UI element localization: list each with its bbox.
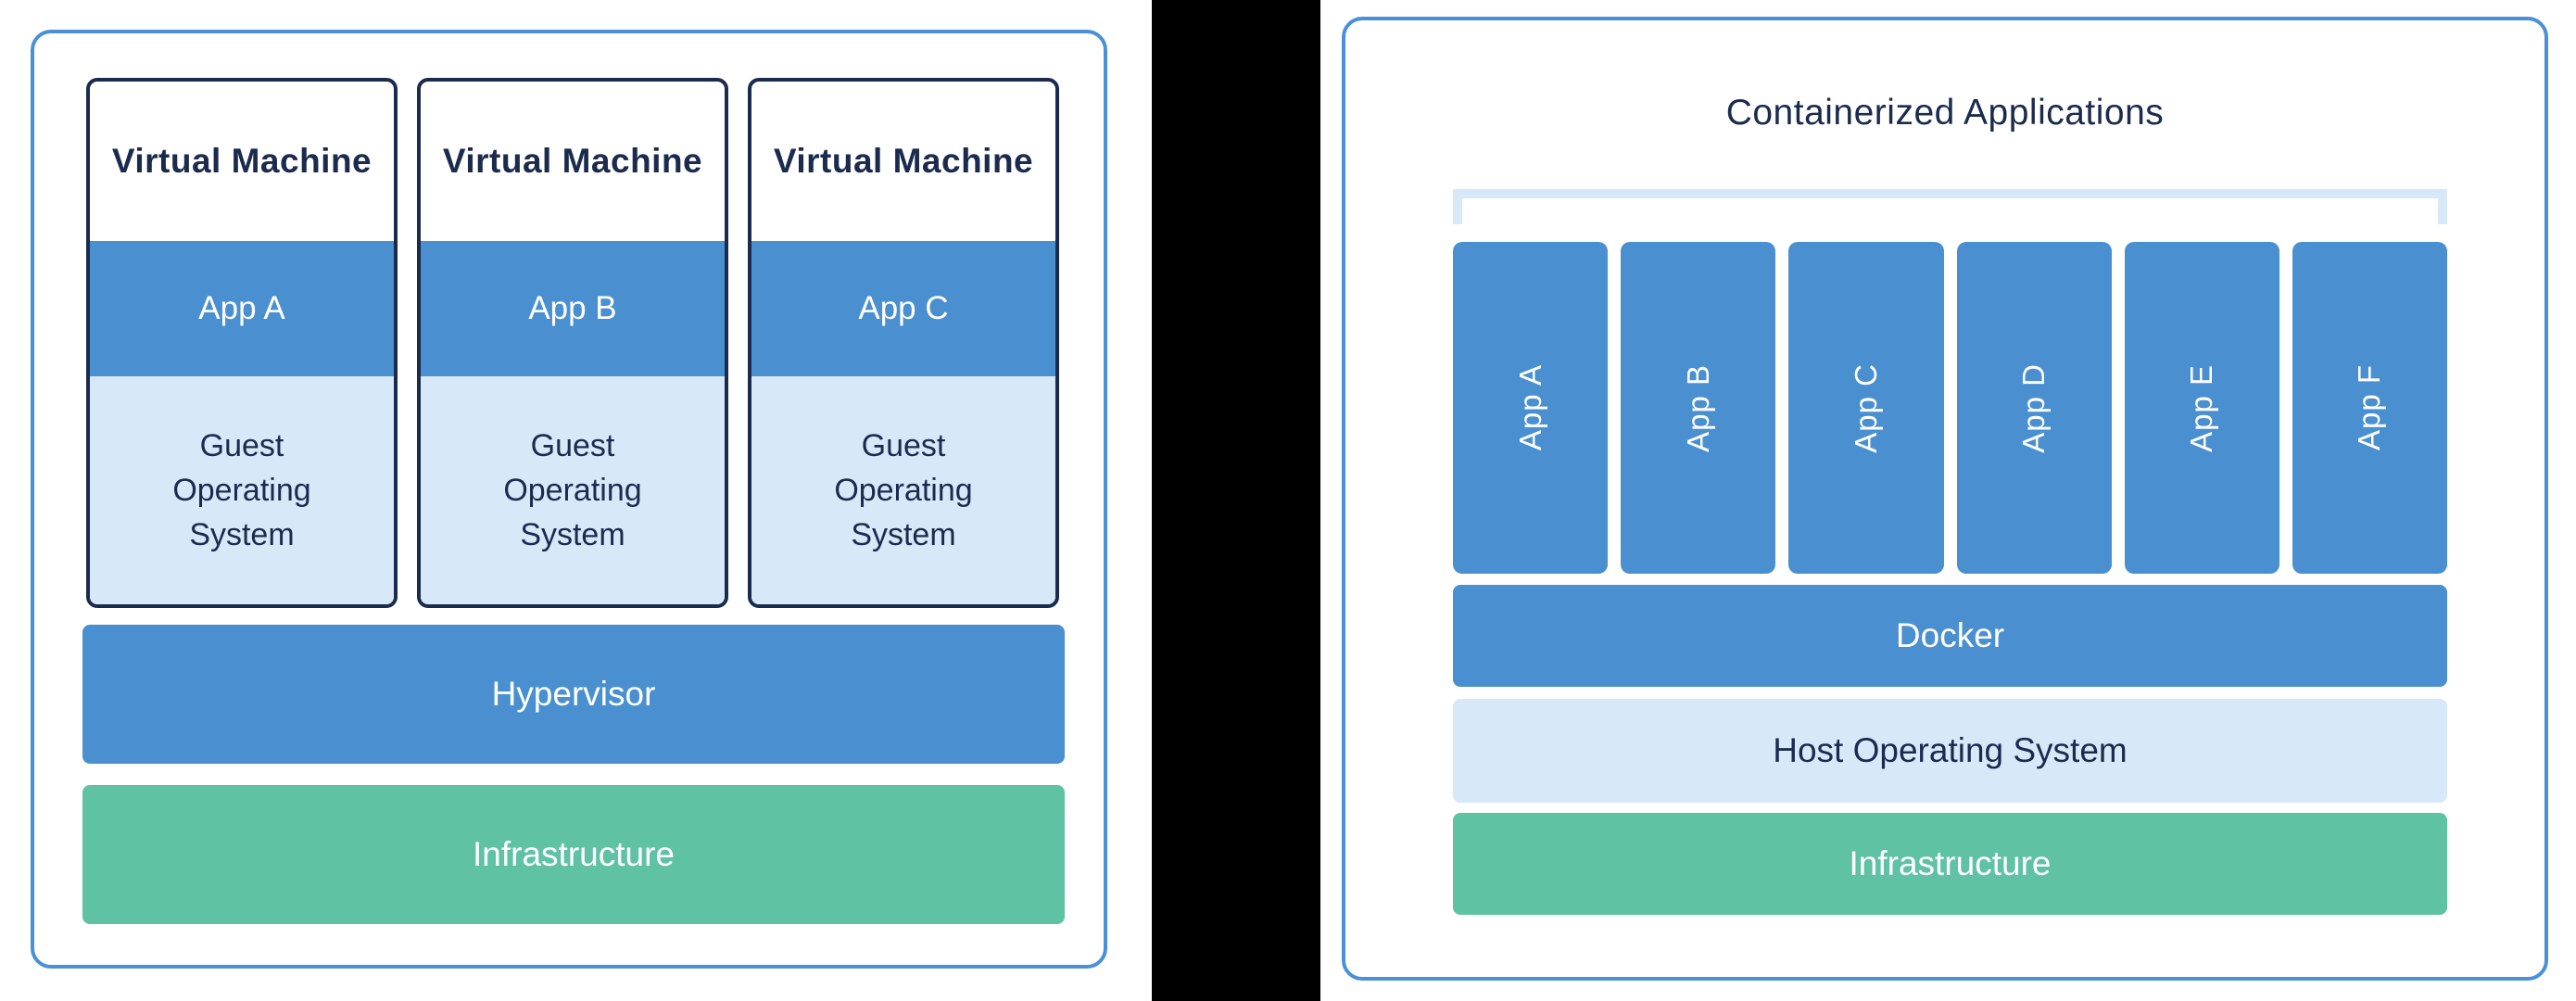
vm-app-bar: App A — [90, 241, 394, 376]
app-columns: App A App B App C App D App E App F — [1453, 242, 2448, 574]
vm-box-1: Virtual Machine App A Guest Operating Sy… — [86, 78, 398, 608]
app-column-label: App C — [1848, 362, 1883, 453]
infrastructure-bar: Infrastructure — [82, 785, 1065, 924]
guest-os-label: Guest Operating System — [172, 428, 311, 552]
app-column-b: App B — [1621, 242, 1776, 574]
app-column-c: App C — [1788, 242, 1944, 574]
containers-panel: Containerized Applications App A App B A… — [1342, 17, 2548, 981]
vm-header: Virtual Machine — [90, 82, 394, 241]
app-column-d: App D — [1956, 242, 2112, 574]
app-column-label: App A — [1512, 364, 1547, 451]
vm-box-2: Virtual Machine App B Guest Operating Sy… — [417, 78, 728, 608]
vm-title: Virtual Machine — [773, 142, 1034, 180]
panel-divider — [1152, 0, 1320, 1001]
infrastructure-bar: Infrastructure — [1453, 813, 2447, 915]
app-column-f: App F — [2292, 242, 2448, 574]
app-column-label: App E — [2184, 363, 2219, 452]
app-column-label: App F — [2352, 364, 2387, 451]
guest-os-label: Guest Operating System — [503, 428, 642, 552]
vm-box-3: Virtual Machine App C Guest Operating Sy… — [748, 78, 1059, 608]
guest-os-block: Guest Operating System — [751, 376, 1055, 604]
guest-os-block: Guest Operating System — [421, 376, 725, 604]
docker-bar: Docker — [1453, 585, 2447, 687]
vm-app-bar: App B — [421, 241, 725, 376]
host-os-bar: Host Operating System — [1453, 699, 2447, 803]
app-column-e: App E — [2124, 242, 2279, 574]
virtual-machines-panel: Virtual Machine App A Guest Operating Sy… — [31, 30, 1107, 969]
app-column-label: App B — [1680, 363, 1715, 452]
hypervisor-bar: Hypervisor — [82, 625, 1065, 764]
vm-title: Virtual Machine — [111, 142, 373, 180]
guest-os-label: Guest Operating System — [834, 428, 973, 552]
vm-title: Virtual Machine — [442, 142, 703, 180]
app-column-label: App D — [2016, 362, 2052, 453]
vm-app-bar: App C — [751, 241, 1055, 376]
vm-header: Virtual Machine — [751, 82, 1055, 241]
container-bracket — [1453, 189, 2447, 224]
app-column-a: App A — [1453, 242, 1609, 574]
panel-title: Containerized Applications — [1725, 93, 2165, 133]
guest-os-block: Guest Operating System — [90, 376, 394, 604]
vm-header: Virtual Machine — [421, 82, 725, 241]
